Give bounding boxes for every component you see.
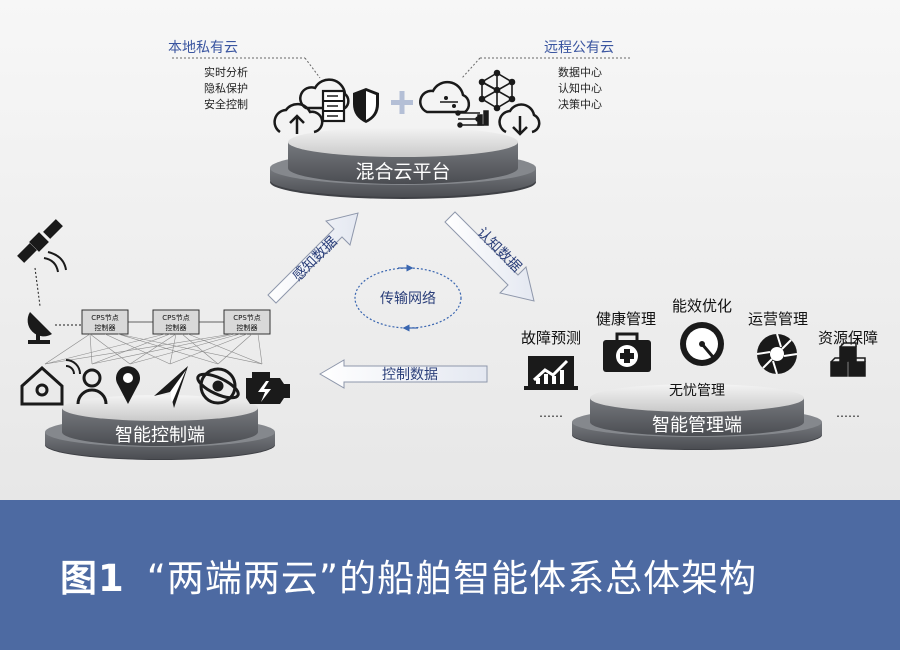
cps-node-controller: CPS节点 控制器 (223, 309, 271, 335)
public-cloud-item: 认知中心 (558, 81, 602, 95)
cps-node-controller: CPS节点 控制器 (152, 309, 200, 335)
function-label: 资源保障 (818, 329, 878, 347)
cloud-download-icon (498, 103, 541, 136)
svg-text:控制器: 控制器 (166, 323, 187, 332)
architecture-diagram: 混合云平台 本地私有云 实时分析 隐私保护 安全控制 远程公有云 数据中心 认知… (0, 0, 900, 500)
plus-icon (391, 91, 413, 114)
private-cloud-item: 实时分析 (204, 65, 248, 79)
gauge-icon (680, 322, 724, 366)
server-icon (321, 89, 346, 123)
circuit-icon (455, 110, 489, 128)
management-end-platform-label: 智能管理端 (652, 415, 742, 436)
satellite-dish-icon (27, 312, 52, 344)
shield-icon (353, 88, 379, 123)
smart-home-icon (20, 359, 81, 406)
public-cloud-block: 远程公有云 数据中心 认知中心 决策中心 (461, 40, 630, 111)
control-end-platform: 智能控制端 (45, 395, 275, 460)
person-icon (76, 368, 108, 405)
control-data-label: 控制数据 (382, 367, 438, 383)
worry-free-management-label: 无忧管理 (669, 383, 725, 399)
svg-text:CPS节点: CPS节点 (233, 314, 261, 322)
transmission-network-ring: 传输网络 (354, 264, 462, 332)
caption-band (0, 500, 900, 650)
function-label: 运营管理 (748, 310, 808, 328)
network-mesh-icon (478, 69, 516, 112)
trend-chart-icon (524, 356, 578, 390)
hybrid-cloud-platform: 混合云平台 (270, 127, 536, 199)
management-end-platform: 智能管理端 无忧管理 (572, 383, 822, 450)
private-cloud-item: 安全控制 (204, 97, 248, 111)
svg-text:CPS节点: CPS节点 (162, 314, 190, 322)
function-label: 故障预测 (521, 329, 581, 347)
controller-links (44, 333, 263, 365)
private-cloud-item: 隐私保护 (204, 81, 248, 95)
hybrid-cloud-platform-label: 混合云平台 (355, 161, 450, 183)
function-label: 能效优化 (672, 297, 732, 315)
public-cloud-item: 数据中心 (558, 65, 602, 79)
control-data-arrow: 控制数据 (319, 359, 488, 389)
cubes-icon (830, 342, 866, 377)
svg-text:控制器: 控制器 (237, 323, 258, 332)
private-cloud-title: 本地私有云 (168, 40, 238, 56)
svg-text:CPS节点: CPS节点 (91, 314, 119, 322)
navigation-arrow-icon (154, 366, 188, 408)
transmission-network-label: 传输网络 (380, 291, 436, 307)
figure-number: 图1 (60, 557, 125, 600)
cps-node-controller: CPS节点 控制器 (81, 309, 129, 335)
ellipsis-right: …… (836, 406, 860, 420)
figure-title: “两端两云”的船舶智能体系总体架构 (146, 557, 758, 600)
engine-icon (246, 372, 290, 404)
figure-caption: 图1 “两端两云”的船舶智能体系总体架构 (60, 548, 757, 602)
cloud-outline-icon (299, 78, 350, 110)
public-cloud-item: 决策中心 (558, 97, 602, 111)
function-label: 健康管理 (596, 310, 656, 328)
aperture-icon (756, 333, 798, 375)
ellipsis-left: …… (539, 406, 563, 420)
private-cloud-block: 本地私有云 实时分析 隐私保护 安全控制 (168, 40, 321, 111)
first-aid-kit-icon (603, 332, 651, 372)
control-end-platform-label: 智能控制端 (115, 425, 205, 446)
location-pin-icon (116, 366, 140, 404)
gyroscope-icon (196, 367, 240, 405)
public-cloud-title: 远程公有云 (544, 40, 614, 56)
cloud-network-icon (419, 80, 471, 114)
svg-text:控制器: 控制器 (95, 323, 116, 332)
